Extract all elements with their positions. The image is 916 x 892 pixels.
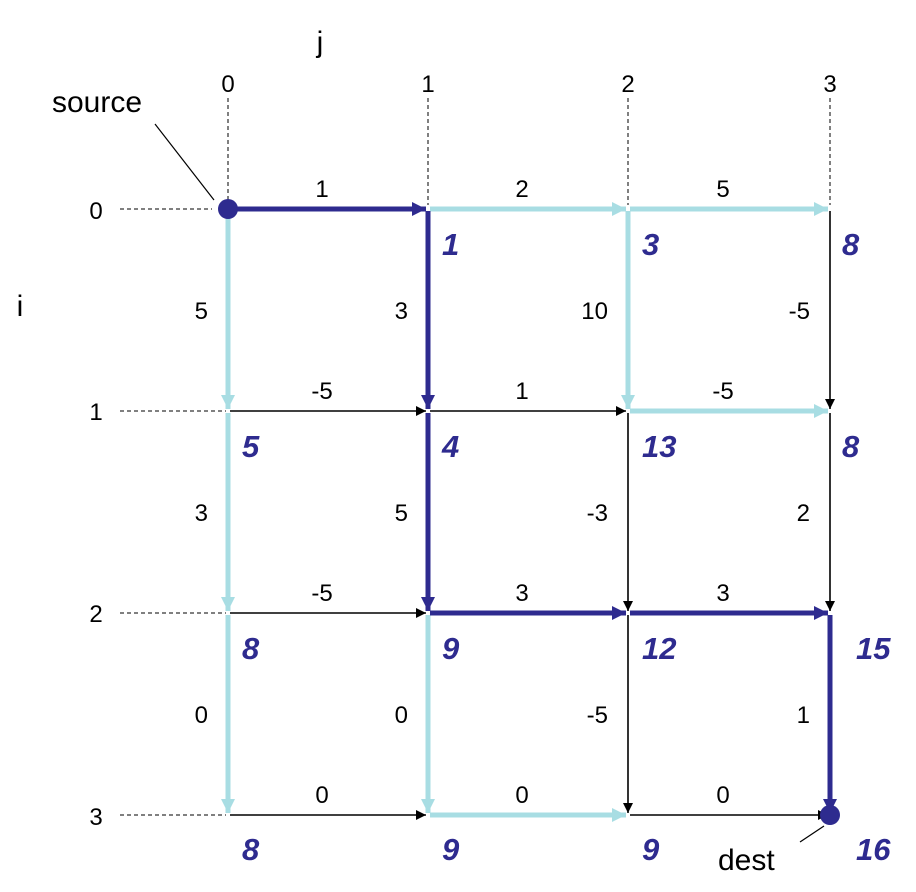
node-value-0-2: 3: [642, 227, 659, 262]
col-index-0: 0: [221, 71, 234, 98]
h-edge-weight-3-1: 0: [515, 782, 528, 809]
h-edge-weight-0-1: 2: [515, 176, 528, 203]
col-index-1: 1: [421, 71, 434, 98]
row-axis-label: i: [17, 290, 24, 323]
node-value-3-1: 9: [442, 832, 460, 867]
v-edge-weight-2-1: 0: [395, 702, 408, 729]
v-edge-weight-1-2: -3: [587, 500, 608, 527]
node-value-1-3: 8: [842, 429, 860, 464]
h-edge-weight-0-2: 5: [716, 176, 729, 203]
dest-node: [820, 805, 840, 825]
dest-callout-label: dest: [718, 844, 775, 877]
col-index-3: 3: [823, 71, 836, 98]
h-edge-weight-1-2: -5: [712, 378, 733, 405]
v-edge-weight-1-3: 2: [797, 500, 810, 527]
node-value-0-1: 1: [442, 227, 459, 262]
h-edge-weight-3-0: 0: [315, 782, 328, 809]
h-edge-weight-0-0: 1: [315, 176, 328, 203]
h-edge-weight-2-2: 3: [716, 580, 729, 607]
row-index-0: 0: [89, 198, 102, 225]
node-value-1-0: 5: [242, 429, 260, 464]
node-value-2-0: 8: [242, 631, 260, 666]
node-value-2-1: 9: [442, 631, 460, 666]
dest-callout-line: [799, 825, 825, 843]
v-edge-weight-1-0: 3: [195, 500, 208, 527]
node-value-0-3: 8: [842, 227, 860, 262]
row-index-3: 3: [89, 804, 102, 831]
node-value-1-2: 13: [642, 429, 676, 464]
row-index-1: 1: [89, 399, 102, 426]
h-edge-weight-3-2: 0: [716, 782, 729, 809]
node-value-1-1: 4: [441, 429, 459, 464]
h-edge-weight-1-0: -5: [311, 378, 332, 405]
source-node: [218, 199, 238, 219]
node-value-3-0: 8: [242, 832, 260, 867]
h-edge-weight-2-1: 3: [515, 580, 528, 607]
h-edge-weight-1-1: 1: [515, 378, 528, 405]
v-edge-weight-2-3: 1: [797, 702, 810, 729]
col-index-2: 2: [621, 71, 634, 98]
edge-layer: [221, 202, 837, 822]
guide-lines: [120, 98, 831, 816]
node-value-2-2: 12: [642, 631, 676, 666]
source-callout-label: source: [52, 86, 142, 119]
v-edge-weight-0-0: 5: [195, 298, 208, 325]
col-axis-label: j: [316, 26, 324, 59]
node-value-3-3: 16: [856, 832, 891, 867]
v-edge-weight-0-2: 10: [581, 298, 608, 325]
v-edge-weight-1-1: 5: [395, 500, 408, 527]
h-edge-weight-2-0: -5: [311, 580, 332, 607]
v-edge-weight-2-2: -5: [587, 702, 608, 729]
node-value-2-3: 15: [856, 631, 891, 666]
node-value-3-2: 9: [642, 832, 660, 867]
source-callout-line: [154, 123, 215, 201]
v-edge-weight-0-3: -5: [789, 298, 810, 325]
row-index-2: 2: [89, 601, 102, 628]
v-edge-weight-0-1: 3: [395, 298, 408, 325]
node-layer: [218, 199, 840, 825]
v-edge-weight-2-0: 0: [195, 702, 208, 729]
